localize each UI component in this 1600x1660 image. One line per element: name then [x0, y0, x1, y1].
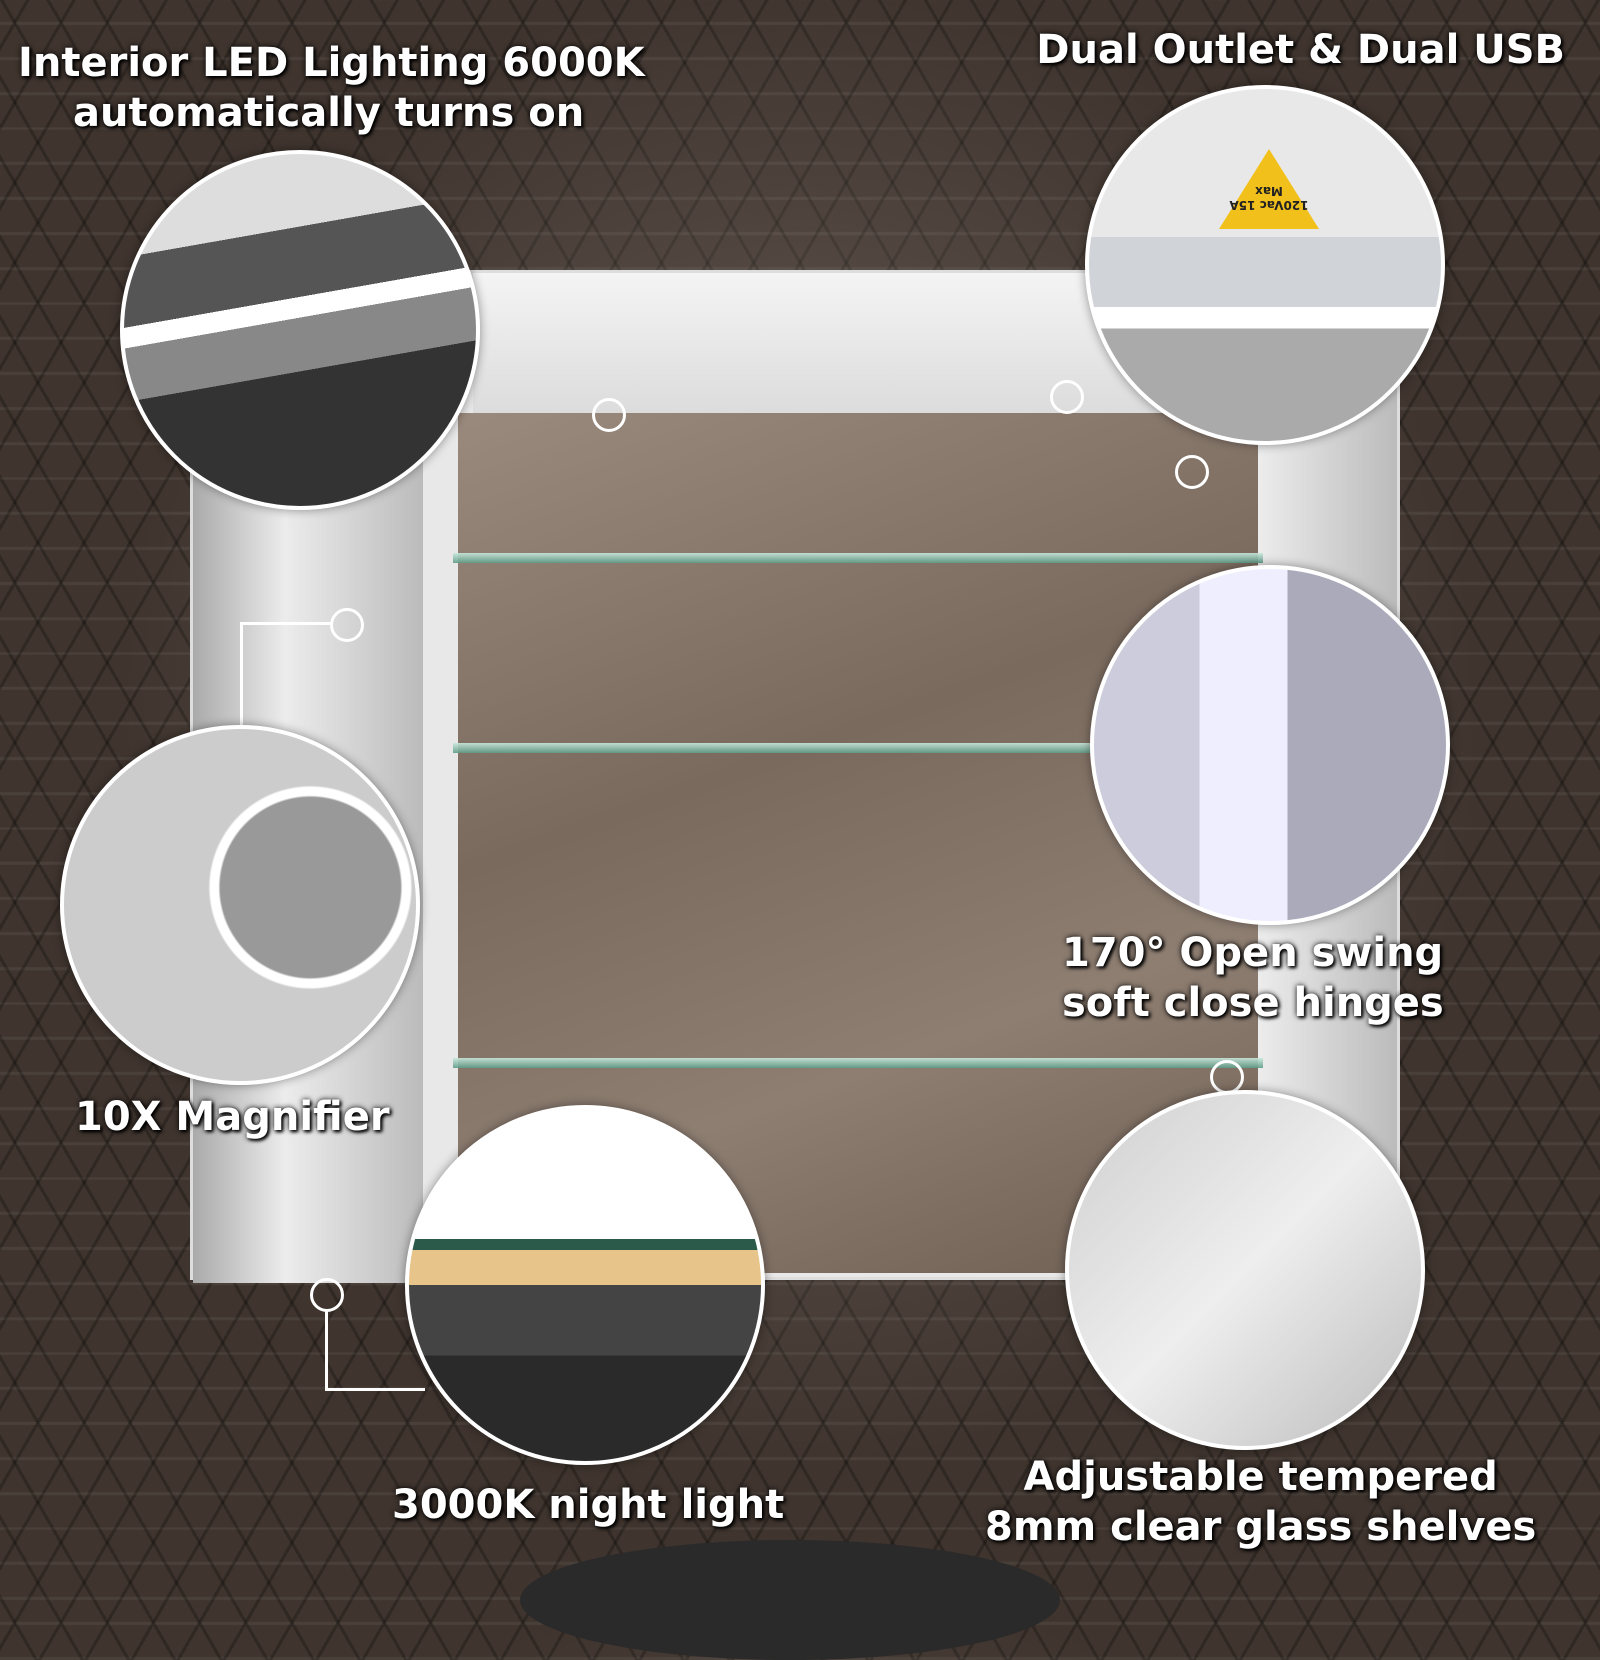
hinges-line1: 170° Open swing	[1062, 930, 1444, 976]
sink	[520, 1540, 1060, 1660]
warning-triangle-icon	[1219, 149, 1319, 229]
callout-dot	[592, 398, 626, 432]
shelves-label: Adjustable tempered 8mm clear glass shel…	[985, 1452, 1536, 1552]
callout-dot	[1175, 455, 1209, 489]
connector-line	[240, 622, 332, 625]
led-lighting-line1: Interior LED Lighting 6000K	[18, 40, 645, 86]
connector-line	[240, 622, 243, 742]
glass-shelf	[453, 743, 1263, 753]
outlet-closeup: 120Vac 15A Max	[1085, 85, 1445, 445]
magnifier-label: 10X Magnifier	[75, 1094, 390, 1140]
shelves-line1: Adjustable tempered	[1023, 1454, 1498, 1500]
callout-dot	[330, 608, 364, 642]
connector-line	[325, 1388, 425, 1391]
connector-line	[325, 1310, 328, 1390]
callout-dot	[1050, 380, 1084, 414]
outlet-label: Dual Outlet & Dual USB	[1036, 27, 1565, 73]
callout-dot	[1210, 1060, 1244, 1094]
hinges-label: 170° Open swing soft close hinges	[1062, 928, 1444, 1028]
warning-label: 120Vac 15A Max	[1229, 184, 1309, 212]
led-lighting-line2: automatically turns on	[73, 90, 585, 136]
hinges-line2: soft close hinges	[1062, 980, 1444, 1026]
callout-dot	[310, 1278, 344, 1312]
glass-shelf	[453, 1058, 1263, 1068]
night-light-closeup	[405, 1105, 765, 1465]
led-lighting-label: Interior LED Lighting 6000K automaticall…	[18, 38, 645, 138]
led-lighting-closeup	[120, 150, 480, 510]
glass-shelf	[453, 553, 1263, 563]
glass-shelf-closeup	[1065, 1090, 1425, 1450]
night-light-label: 3000K night light	[392, 1482, 785, 1528]
magnifier-closeup	[60, 725, 420, 1085]
shelves-line2: 8mm clear glass shelves	[985, 1504, 1537, 1550]
hinge-closeup	[1090, 565, 1450, 925]
